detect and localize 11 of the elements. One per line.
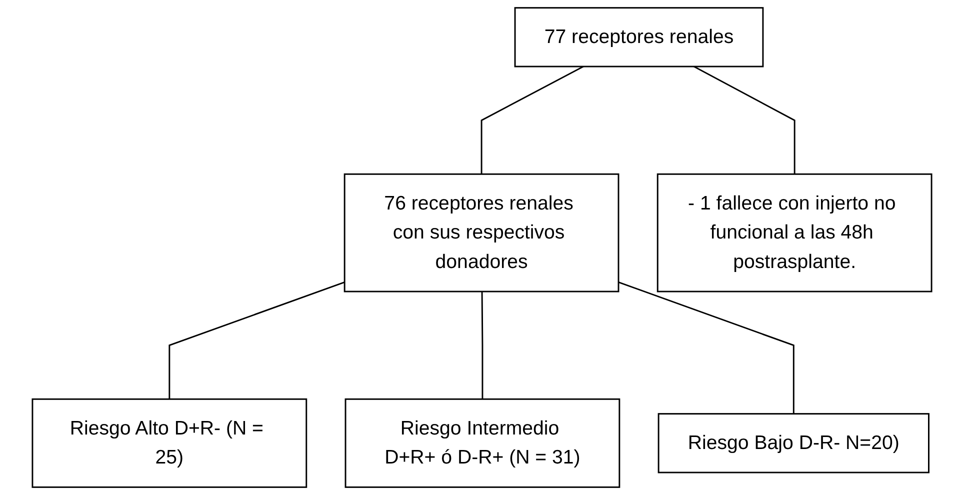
connector [694, 66, 796, 174]
node-box: 77 receptores renales [514, 7, 764, 68]
node-box: Riesgo Bajo D-R- N=20) [658, 413, 930, 474]
node-box: - 1 fallece con injerto no funcional a las 48h postrasplante. [656, 173, 932, 292]
connector [481, 292, 484, 400]
connector [618, 282, 794, 414]
node-box: 76 receptores renales con sus respectivos donadores [344, 173, 620, 292]
connector [168, 282, 345, 400]
node-box: Riesgo Intermedio D+R+ ó D-R+ (N = 31) [344, 398, 620, 488]
node-box: Riesgo Alto D+R- (N = 25) [32, 398, 308, 488]
connector [480, 66, 584, 174]
